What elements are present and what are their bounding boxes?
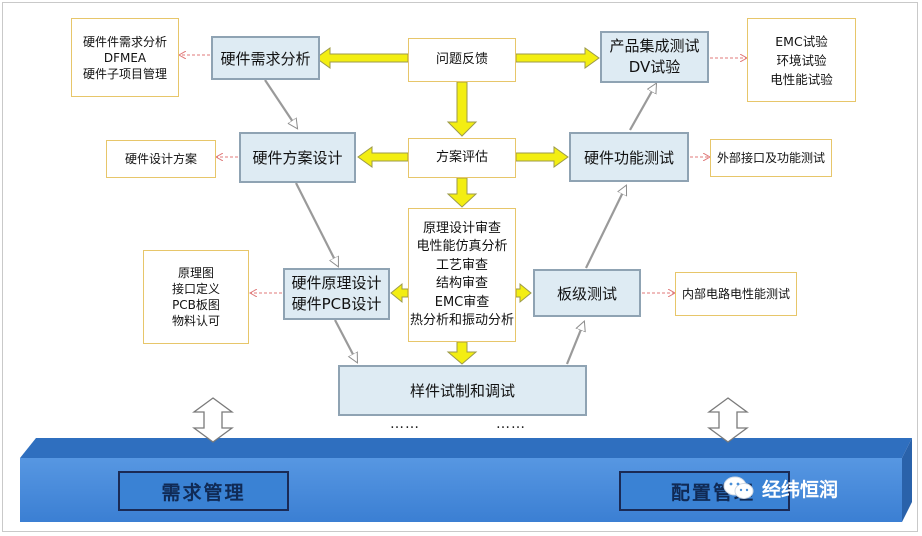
note-line: 硬件件需求分析: [82, 34, 167, 49]
stage-line: DV试验: [628, 58, 681, 76]
note-line: PCB板图: [172, 298, 220, 312]
wechat-icon: [723, 476, 754, 499]
center-issue-feedback: 问题反馈: [408, 38, 516, 82]
watermark-text: 经纬恒润: [762, 478, 839, 501]
stage-line: 产品集成测试: [609, 37, 700, 55]
review-item: 热分析和振动分析: [409, 313, 514, 328]
stage-hw-requirement-analysis: 硬件需求分析: [211, 36, 320, 80]
watermark: 经纬恒润: [722, 474, 838, 502]
updown-arrow-left: [192, 397, 234, 443]
note-line: EMC试验: [775, 33, 828, 49]
note-design-outputs: 原理图 接口定义 PCB板图 物料认可: [143, 250, 249, 344]
note-interface-function-test: 外部接口及功能测试: [710, 139, 832, 177]
note-line: 电性能试验: [770, 71, 833, 87]
stage-line: 硬件PCB设计: [291, 295, 382, 313]
center-solution-review: 方案评估: [408, 138, 516, 178]
note-line: 硬件子项目管理: [82, 66, 167, 81]
review-item: 原理设计审查: [422, 220, 501, 236]
note-line: 环境试验: [776, 52, 827, 68]
note-line: 接口定义: [171, 282, 220, 296]
note-line: 原理图: [177, 266, 214, 280]
note-internal-circuit-test: 内部电路电性能测试: [675, 272, 797, 316]
yellow-arrows: [315, 47, 600, 365]
ellipsis-left: ……: [390, 416, 420, 432]
note-line: DFMEA: [103, 50, 147, 65]
updown-arrow-right: [707, 397, 749, 443]
stage-line: 硬件原理设计: [291, 274, 382, 292]
stage-hw-function-test: 硬件功能测试: [569, 132, 689, 182]
stage-sample-build-debug: 样件试制和调试: [338, 365, 587, 416]
requirement-management-box: 需求管理: [118, 471, 289, 511]
note-line: 物料认可: [171, 314, 220, 328]
stage-hw-solution-design: 硬件方案设计: [239, 132, 356, 183]
review-item: EMC审查: [434, 294, 490, 310]
review-item: 电性能仿真分析: [416, 239, 508, 254]
configuration-management-box: 配置管理: [619, 471, 790, 511]
center-reviews: 原理设计审查 电性能仿真分析 工艺审查 结构审查 EMC审查 热分析和振动分析: [408, 208, 516, 342]
review-item: 工艺审查: [435, 257, 488, 273]
review-item: 结构审查: [435, 276, 488, 291]
note-requirement-outputs: 硬件件需求分析 DFMEA 硬件子项目管理: [71, 18, 179, 97]
dashed-connectors: [180, 55, 746, 293]
stage-board-level-test: 板级测试: [533, 269, 641, 317]
note-design-solution: 硬件设计方案: [106, 140, 216, 178]
ellipsis-right: ……: [496, 416, 526, 432]
vmodel-connectors: [264, 79, 656, 365]
note-dv-tests: EMC试验 环境试验 电性能试验: [747, 18, 856, 102]
stage-hw-schematic-pcb-design: 硬件原理设计 硬件PCB设计: [283, 268, 390, 320]
stage-product-integration-test: 产品集成测试 DV试验: [600, 31, 709, 83]
